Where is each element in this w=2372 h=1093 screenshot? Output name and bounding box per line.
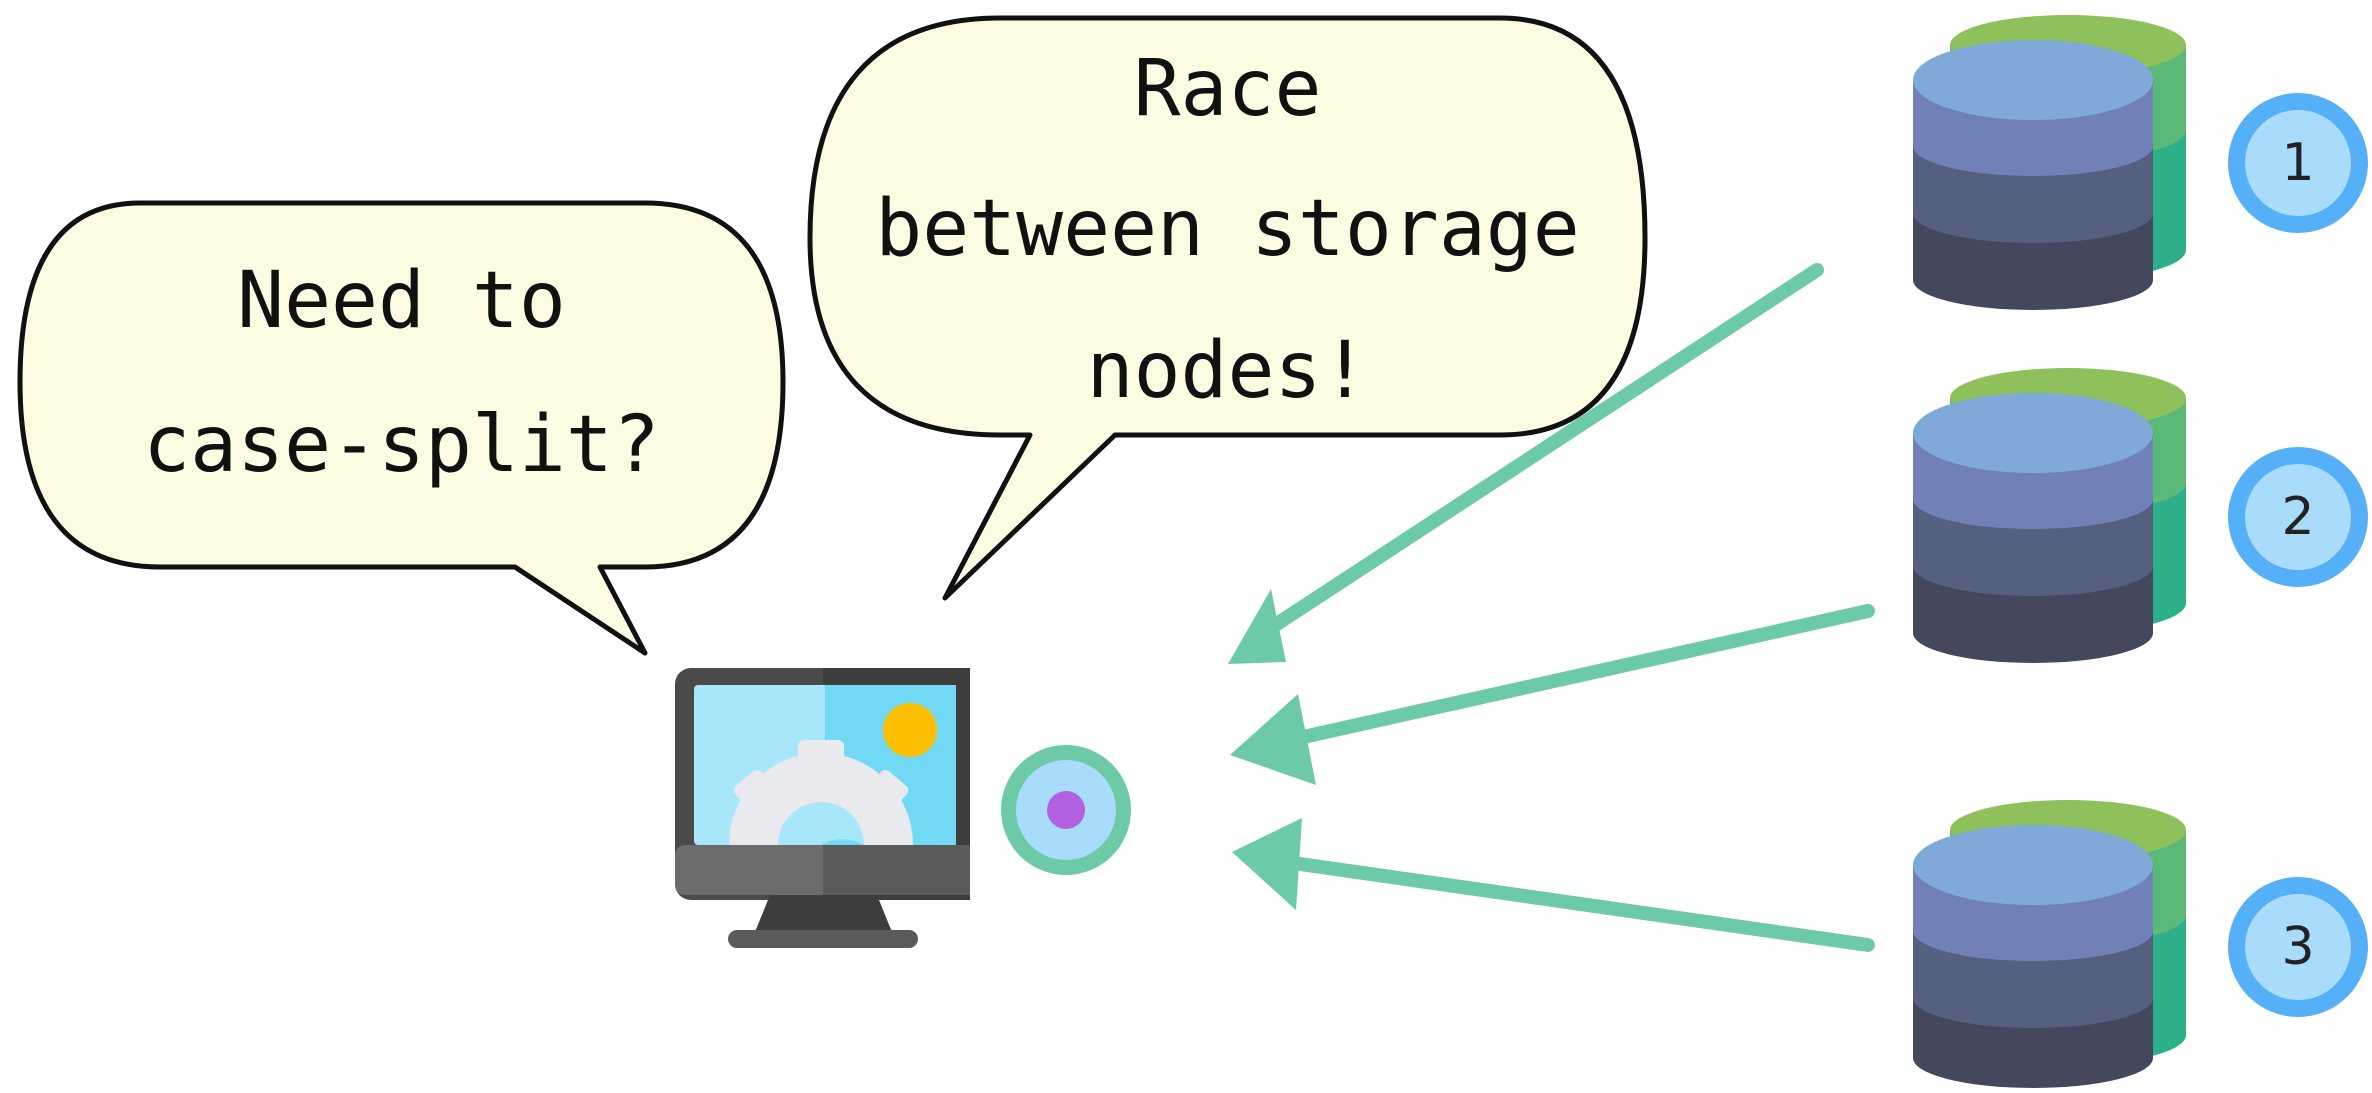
arrow-from-node-2 <box>1230 604 1875 785</box>
database-stack-icon <box>1913 15 2186 310</box>
node-badge-label-2: 2 <box>2281 487 2315 547</box>
arrow-from-node-1 <box>1228 263 1824 664</box>
bubble-right-line-3: nodes! <box>1086 326 1369 416</box>
database-stack-icon <box>1913 800 2186 1088</box>
database-stack-icon <box>1913 368 2186 663</box>
node-badge-label-1: 1 <box>2281 133 2315 193</box>
computer-gear-icon <box>675 668 970 948</box>
arrow-from-node-3 <box>1232 818 1875 952</box>
node-badge-3 <box>2228 877 2368 1017</box>
node-badge-label-3: 3 <box>2281 917 2315 977</box>
speech-bubble-left <box>17 200 786 656</box>
gear-icon <box>729 740 913 845</box>
speech-bubble-right <box>807 15 1648 601</box>
bubble-left-line-2: case-split? <box>143 400 660 490</box>
node-badge-1 <box>2228 93 2368 233</box>
bubble-right-line-2: between storage <box>875 184 1580 274</box>
bubble-left-line-1: Need to <box>237 256 566 346</box>
bubble-right-line-1: Race <box>1133 44 1322 134</box>
token-circle-icon <box>1001 745 1131 875</box>
node-badge-2 <box>2228 447 2368 587</box>
